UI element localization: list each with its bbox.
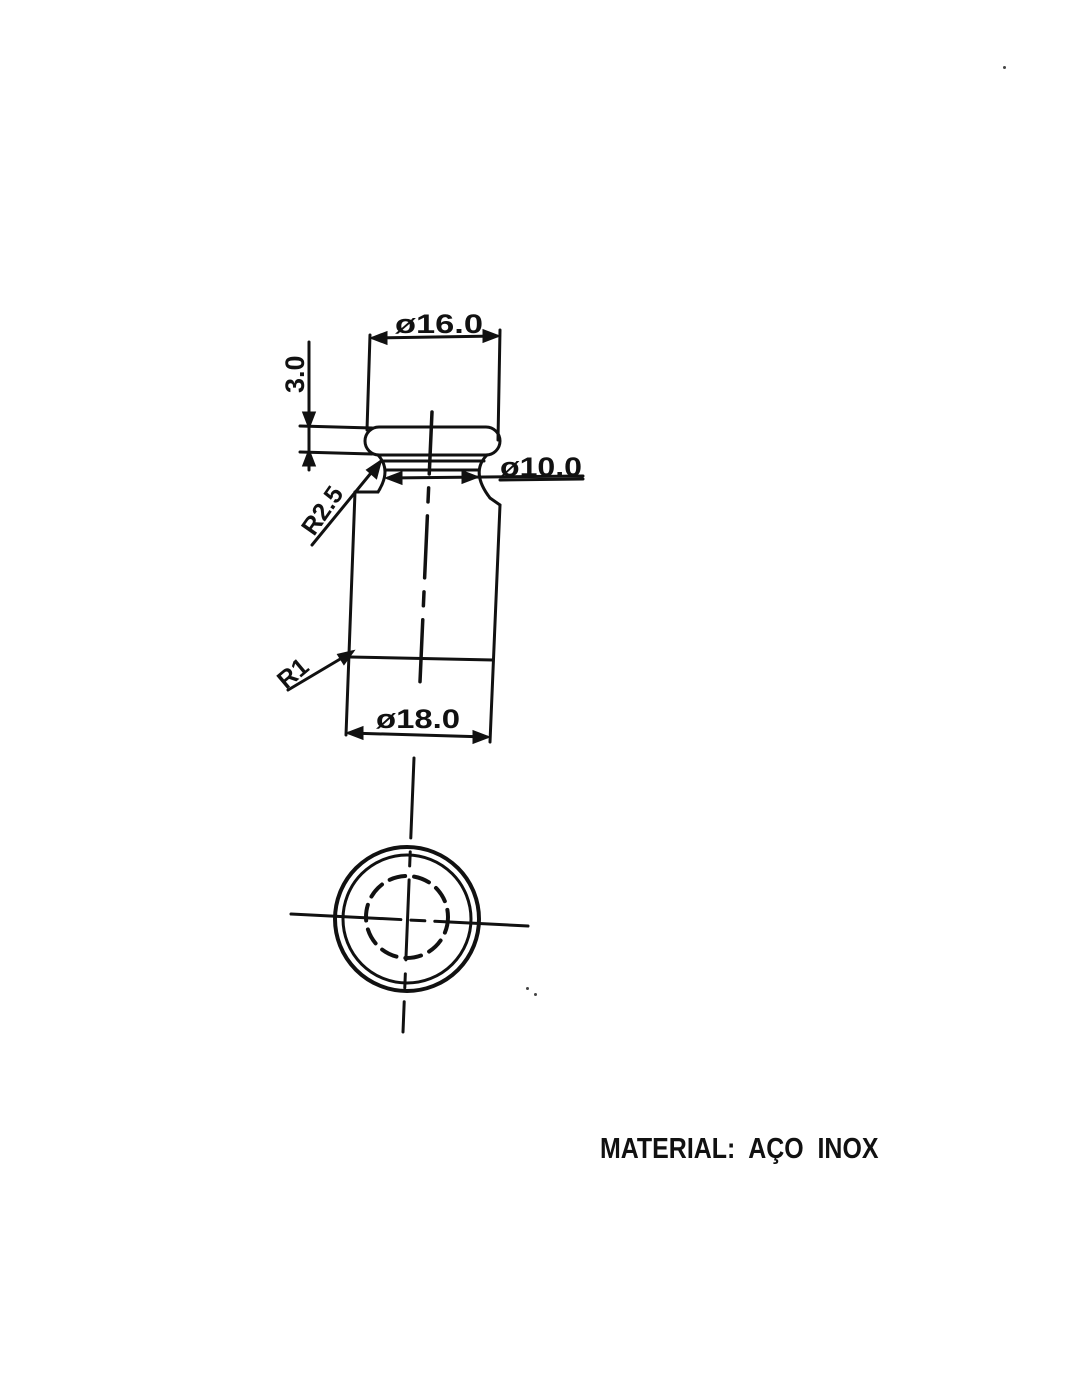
neck-diameter-label: ø10.0 — [500, 452, 582, 482]
body-dimension-line — [347, 731, 489, 739]
end-view-centerline-vertical — [401, 756, 416, 1034]
body-diameter-label: ø18.0 — [376, 704, 460, 734]
end-view — [289, 756, 530, 1034]
head-extension-top — [298, 424, 374, 430]
edge-radius-arrow — [336, 649, 356, 666]
outer-circle — [333, 845, 481, 993]
inner-circle — [341, 853, 473, 985]
top-diameter-label: ø16.0 — [395, 309, 483, 339]
top-extension-right — [496, 328, 502, 442]
head-height-label: 3.0 — [280, 355, 310, 393]
body-right-edge — [488, 503, 502, 744]
neck-right-curve — [477, 453, 492, 500]
head-arrow-bottom — [301, 447, 317, 467]
neck-dimension-line — [386, 474, 585, 480]
head-arrow-top — [301, 411, 317, 431]
side-view — [286, 328, 585, 745]
top-arrow-left — [368, 330, 388, 346]
side-centerline — [418, 410, 434, 684]
scan-speck — [1003, 66, 1006, 69]
top-dimension-line — [371, 334, 499, 340]
neck-label-underline — [498, 477, 585, 482]
end-view-centerline-horizontal — [289, 912, 530, 928]
neck-radius-leader — [310, 460, 382, 547]
material-note: MATERIAL: AÇO INOX — [600, 1133, 879, 1165]
head-extension-bottom — [298, 450, 374, 456]
neck-left-curve — [376, 453, 387, 494]
body-shoulder-right — [488, 496, 502, 507]
neck-arrow-left — [383, 470, 403, 486]
neck-radius-arrow — [365, 458, 383, 480]
body-arrow-right — [472, 729, 492, 745]
body-arrow-left — [344, 725, 364, 741]
scan-speck — [526, 987, 529, 990]
top-extension-left — [365, 333, 372, 432]
top-arrow-right — [482, 328, 502, 344]
body-left-edge — [344, 490, 357, 737]
edge-radius-label: R1 — [272, 653, 315, 695]
neck-arrow-right — [461, 469, 481, 485]
scan-speck — [534, 993, 537, 996]
